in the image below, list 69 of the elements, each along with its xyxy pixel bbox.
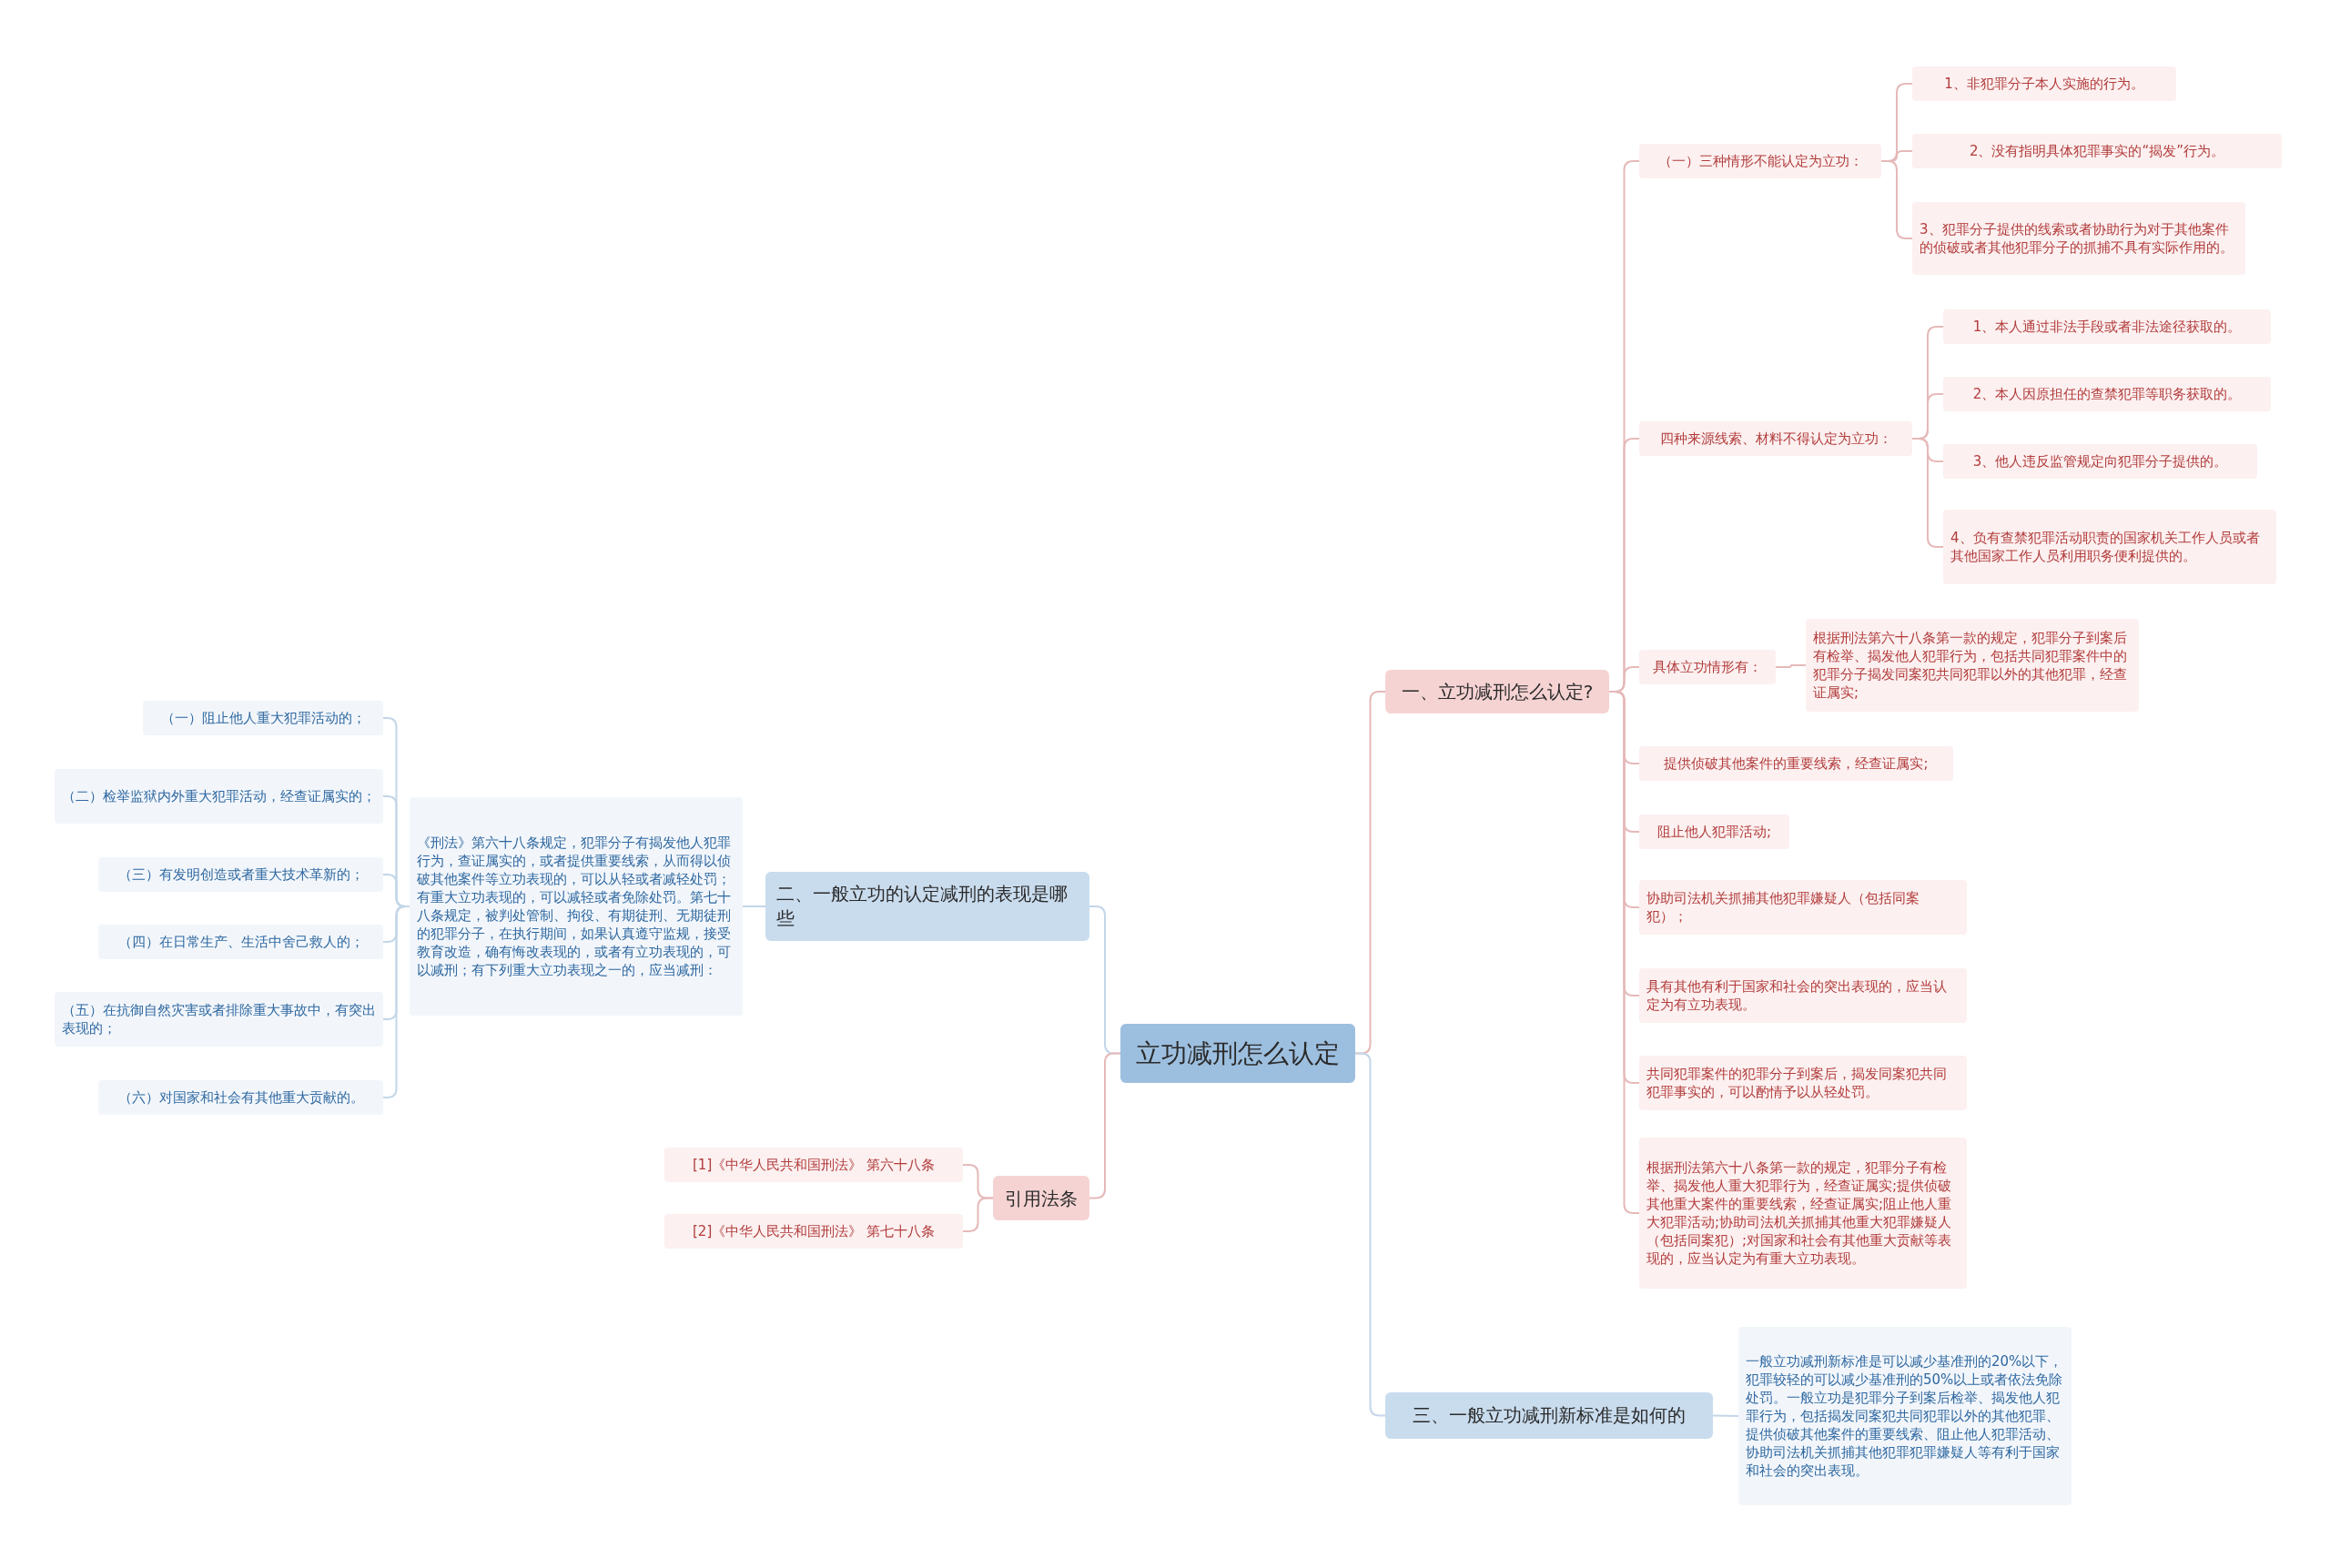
branch-topic [765,872,1089,941]
leaf-topic [410,797,743,1016]
topic-text: （五）在抗御自然灾害或者排除重大事故中，有突出表现的； [62,1001,376,1037]
topic-text: 立功减刑怎么认定 [1136,1037,1340,1069]
topic-text: 《刑法》第六十八条规定，犯罪分子有揭发他人犯罪行为，查证属实的，或者提供重要线索，从而得以侦破其他案件等立功表现的，可以从轻或者减轻处罚；有重大立功表现的，可以减轻或者免除处罚。第七十八条规定，被判处管制、拘役、有期徒刑、无期徒刑的犯罪分子，在执行期间，如果认真遵守监规，接受教育改造，确有悔改表现的，或者有立功表现的，可以减刑；有下列重大立功表现之一的，应当减刑： [417,834,732,979]
leaf-topic [1639,880,1967,935]
topic-text: 共同犯罪案件的犯罪分子到案后，揭发同案犯共同犯罪事实的，可以酌情予以从轻处罚。 [1646,1065,1948,1101]
topic-text: 二、一般立功的认定减刑的表现是哪些 [776,882,1069,931]
topic-text: 4、负有查禁犯罪活动职责的国家机关工作人员或者其他国家工作人员利用职务便利提供的。 [1950,529,2261,565]
connector-line [1712,1414,1739,1417]
topic-text: 3、犯罪分子提供的线索或者协助行为对于其他案件的侦破或者其他犯罪分子的抓捕不具有实际作用的。 [1920,220,2234,257]
topic-text: （二）检举监狱内外重大犯罪活动，经查证属实的； [62,787,376,805]
topic-text: （三）有发明创造或者重大技术革新的； [117,865,364,884]
topic-text: 1、非犯罪分子本人实施的行为。 [1944,75,2144,93]
leaf-topic [1806,619,2139,712]
leaf-topic [1639,144,1881,178]
leaf-topic [1912,134,2282,168]
leaf-topic [1639,968,1967,1023]
topic-text: 提供侦破其他案件的重要线索，经查证属实; [1664,754,1929,773]
topic-text: 具有其他有利于国家和社会的突出表现的，应当认定为有立功表现。 [1646,977,1948,1014]
topic-text: （六）对国家和社会有其他重大贡献的。 [117,1088,364,1107]
topic-text: 2、本人因原担任的查禁犯罪等职务获取的。 [1972,385,2242,403]
leaf-topic [55,769,383,824]
branch-topic [993,1176,1089,1220]
connector-line [382,905,410,1098]
leaf-topic [98,857,383,892]
connector-line [1775,664,1807,668]
leaf-topic [1912,66,2176,101]
leaf-topic [1943,510,2276,584]
branch-topic [1385,1392,1713,1439]
topic-text: [2]《中华人民共和国刑法》 第七十八条 [693,1222,935,1240]
topic-text: （一）阻止他人重大犯罪活动的； [160,709,366,727]
topic-text: 引用法条 [1005,1186,1078,1210]
topic-text: 2、没有指明具体犯罪事实的“揭发”行为。 [1969,142,2225,160]
topic-text: 一、立功减刑怎么认定? [1401,680,1594,703]
connector-line [742,905,766,907]
leaf-topic [664,1214,963,1249]
leaf-topic [1943,377,2271,411]
topic-text: 四种来源线索、材料不得认定为立功： [1659,430,1892,448]
topic-text: 具体立功情形有： [1653,658,1762,676]
topic-text: 根据刑法第六十八条第一款的规定，犯罪分子到案后有检举、揭发他人犯罪行为，包括共同犯罪案件中的犯罪分子揭发同案犯共同犯罪以外的其他犯罪，经查证属实; [1813,629,2128,702]
leaf-topic [143,701,383,735]
topic-text: 三、一般立功减刑新标准是如何的 [1413,1403,1686,1428]
leaf-topic [1639,814,1789,849]
leaf-topic [98,925,383,959]
leaf-topic [1639,1138,1967,1289]
leaf-topic [1943,444,2257,479]
topic-text: （四）在日常生产、生活中舍己救人的； [117,933,364,951]
leaf-topic [1639,421,1912,456]
connector-line [962,1197,994,1232]
leaf-topic [1639,650,1776,684]
topic-text: [1]《中华人民共和国刑法》 第六十八条 [693,1156,935,1174]
topic-text: 根据刑法第六十八条第一款的规定，犯罪分子有检举、揭发他人重大犯罪行为，经查证属实;提供侦破其他重大案件的重要线索，经查证属实;阻止他人重大犯罪活动;协助司法机关抓捕其他重大犯罪嫌疑人（包括同案犯）;对国家和社会有其他重大贡献等表现的，应当认定为有重大立功表现。 [1646,1158,1953,1268]
topic-text: 一般立功减刑新标准是可以减少基准刑的20%以下，犯罪较轻的可以减少基准刑的50%以上或者依法免除处罚。一般立功是犯罪分子到案后检举、揭发他人犯罪行为，包括揭发同案犯共同犯罪以外的其他犯罪、提供侦破其他案件的重要线索、阻止他人犯罪活动、协助司法机关抓捕其他犯罪犯罪嫌疑人等有利于国家和社会的突出表现。 [1746,1352,2064,1480]
leaf-topic [1943,309,2271,344]
leaf-topic [1912,202,2245,275]
leaf-topic [1738,1327,2072,1505]
leaf-topic [55,992,383,1047]
branch-topic [1385,670,1609,713]
topic-text: 3、他人违反监管规定向犯罪分子提供的。 [1972,452,2228,470]
topic-text: 阻止他人犯罪活动; [1656,823,1772,841]
topic-text: 协助司法机关抓捕其他犯罪嫌疑人（包括同案犯）； [1646,889,1920,926]
leaf-topic [664,1148,963,1182]
topic-text: （一）三种情形不能认定为立功： [1657,152,1863,170]
root-topic [1120,1024,1355,1083]
topic-text: 1、本人通过非法手段或者非法途径获取的。 [1972,318,2242,336]
leaf-topic [98,1080,383,1115]
leaf-topic [1639,1056,1967,1110]
leaf-topic [1639,746,1953,781]
